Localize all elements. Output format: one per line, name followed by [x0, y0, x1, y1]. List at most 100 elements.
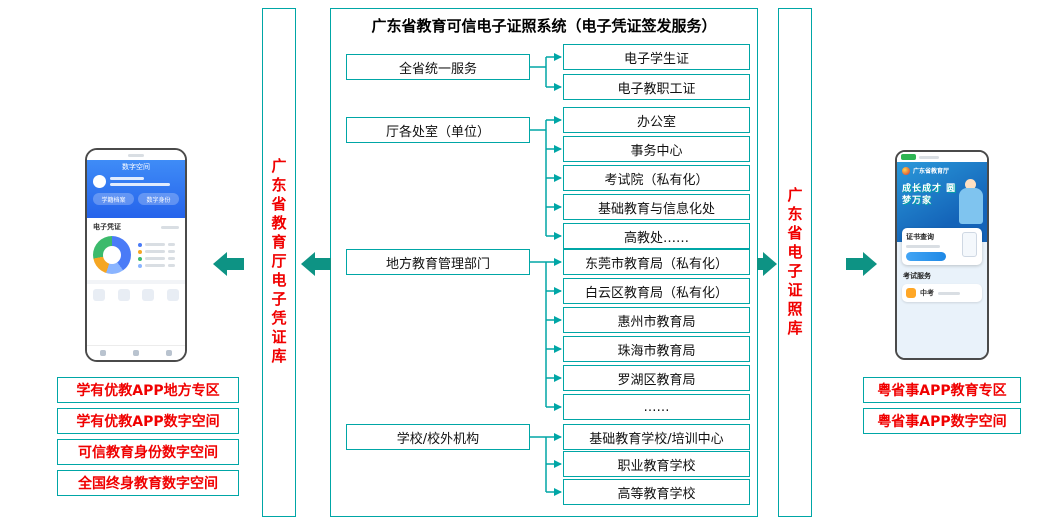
- left-app-box: 全国终身教育数字空间: [57, 470, 239, 496]
- item-box: 电子学生证: [563, 44, 750, 70]
- slogan-text: 成长成才 圆梦万家: [902, 184, 957, 206]
- shortcut-icon: [166, 289, 179, 301]
- shortcut-icon: [93, 289, 105, 301]
- phone-illustration: [962, 232, 977, 257]
- arrow-center-to-left-store: [301, 252, 331, 276]
- exam-item-card: 中考: [902, 284, 982, 302]
- item-box: 基础教育学校/培训中心: [563, 424, 750, 450]
- section-header: 电子凭证: [93, 222, 179, 232]
- phone-body: 电子凭证: [87, 218, 185, 305]
- item-box: 电子教职工证: [563, 74, 750, 100]
- right-license-store: 广东省电子证照库: [778, 8, 812, 517]
- right-app-box: 粤省事APP数字空间: [863, 408, 1021, 434]
- status-text-bar: [128, 153, 144, 157]
- status-text-bar: [919, 155, 939, 159]
- header-tabs: 学籍档案 数字身份: [93, 193, 179, 205]
- student-illustration-head: [965, 179, 976, 190]
- bottom-nav: [87, 345, 185, 360]
- category-local-edu-depts: 地方教育管理部门: [346, 249, 530, 275]
- divider: [87, 280, 185, 284]
- phone-header: 数字空间 学籍档案 数字身份: [87, 160, 185, 218]
- legend-bar: [168, 243, 175, 246]
- category-dept-offices: 厅各处室（单位）: [346, 117, 530, 143]
- org-name: 广东省教育厅: [913, 168, 950, 175]
- right-phone-mockup: 广东省教育厅 成长成才 圆梦万家 证书查询 考试服务 中考: [895, 150, 989, 360]
- tab-digital-identity: 数字身份: [138, 193, 179, 205]
- legend-bar: [168, 264, 175, 267]
- right-app-box: 粤省事APP教育专区: [863, 377, 1021, 403]
- item-box: 考试院（私有化）: [563, 165, 750, 191]
- legend-bar: [145, 264, 165, 267]
- left-app-box: 可信教育身份数字空间: [57, 439, 239, 465]
- legend-bar: [168, 250, 175, 253]
- nav-credentials-icon: [132, 350, 139, 356]
- miniapp-badge: [901, 154, 916, 160]
- item-box: 东莞市教育局（私有化）: [563, 249, 750, 275]
- item-box: 职业教育学校: [563, 451, 750, 477]
- left-certificate-store: 广东省教育厅电子凭证库: [262, 8, 296, 517]
- item-box: 办公室: [563, 107, 750, 133]
- donut-chart: [93, 236, 131, 274]
- shortcut-grid: [93, 289, 179, 301]
- user-row: [93, 175, 179, 188]
- org-row: 广东省教育厅: [902, 166, 982, 175]
- student-illustration-body: [959, 188, 983, 224]
- exam-subtext-bar: [938, 291, 960, 295]
- shortcut-icon: [117, 289, 130, 301]
- left-app-box: 学有优教APP地方专区: [57, 377, 239, 403]
- legend-dot: [138, 263, 142, 268]
- section-label: 电子凭证: [93, 223, 121, 231]
- item-box: 惠州市教育局: [563, 307, 750, 333]
- card-title: 证书查询: [906, 233, 934, 241]
- category-unified-services: 全省统一服务: [346, 54, 530, 80]
- system-title: 广东省教育可信电子证照系统（电子凭证签发服务）: [371, 17, 717, 35]
- exam-name: 中考: [920, 289, 934, 297]
- user-school-bar: [110, 183, 170, 186]
- legend-bar: [145, 250, 165, 253]
- legend-bar: [168, 257, 175, 260]
- phone-status-bar: [87, 150, 185, 160]
- legend-row: [138, 263, 175, 268]
- chart-legend: [138, 240, 175, 271]
- avatar: [93, 175, 106, 188]
- category-schools: 学校/校外机构: [346, 424, 530, 450]
- legend-row: [138, 242, 175, 247]
- item-box: 高等教育学校: [563, 479, 750, 505]
- item-box: 罗湖区教育局: [563, 365, 750, 391]
- query-button: [906, 252, 946, 261]
- legend-bar: [145, 243, 165, 246]
- exam-service-label: 考试服务: [903, 272, 931, 280]
- nav-home-icon: [100, 350, 107, 356]
- user-text-lines: [110, 177, 179, 186]
- item-box: 基础教育与信息化处: [563, 194, 750, 220]
- legend-bar: [145, 257, 165, 260]
- left-phone-mockup: 数字空间 学籍档案 数字身份 电子凭证: [85, 148, 187, 362]
- app-title: 数字空间: [122, 163, 150, 171]
- arrow-center-to-right-store: [757, 252, 777, 276]
- arrow-left-store-to-phone: [213, 252, 244, 276]
- item-box: 珠海市教育局: [563, 336, 750, 362]
- legend-dot: [138, 256, 142, 261]
- legend-dot: [138, 249, 142, 254]
- section-more-bar: [161, 225, 179, 229]
- shortcut-icon: [142, 289, 155, 301]
- item-box: 高教处……: [563, 223, 750, 249]
- nav-profile-icon: [165, 350, 172, 356]
- card-subtext-bar: [906, 245, 940, 248]
- tab-student-record: 学籍档案: [93, 193, 134, 205]
- item-box: ……: [563, 394, 750, 420]
- phone-status-bar: [897, 152, 987, 162]
- legend-dot: [138, 242, 142, 247]
- phone-screen: 广东省教育厅 成长成才 圆梦万家 证书查询 考试服务 中考: [897, 152, 987, 358]
- item-box: 白云区教育局（私有化）: [563, 278, 750, 304]
- arrow-right-store-to-phone: [846, 252, 877, 276]
- exam-icon: [906, 288, 916, 298]
- legend-row: [138, 249, 175, 254]
- left-app-box: 学有优教APP数字空间: [57, 408, 239, 434]
- certificate-query-card: 证书查询: [902, 228, 982, 265]
- credential-chart: [93, 236, 179, 274]
- user-name-bar: [110, 177, 144, 180]
- gov-emblem-icon: [902, 166, 910, 175]
- legend-row: [138, 256, 175, 261]
